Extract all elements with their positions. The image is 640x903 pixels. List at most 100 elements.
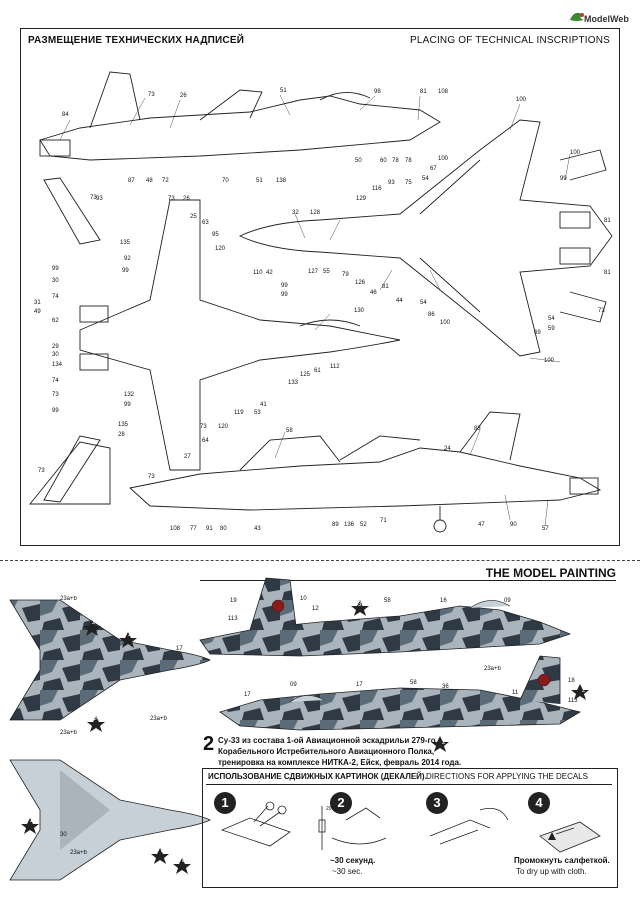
callout-number: 108 [438,89,449,95]
callout-number: 100 [516,97,527,103]
painting-label: 7 [160,848,164,854]
painting-label: 2 [30,818,34,824]
painting-label: 2 [582,688,586,694]
painting-label: 17 [176,646,183,652]
painting-label: 36 [442,684,449,690]
callout-number: 125 [300,372,311,378]
painting-label: 36 [128,632,135,638]
callout-number: 98 [374,89,381,95]
painting-label: 23a+b [60,596,77,602]
section1-title-en: PLACING OF TECHNICAL INSCRIPTIONS [410,35,610,46]
painting-label: 8 [182,858,186,864]
painting-label: 19 [230,598,237,604]
callout-number: 54 [422,176,429,182]
callout-number: 43 [254,526,261,532]
painting-label: 58 [384,598,391,604]
callout-number: 110 [253,270,263,276]
logo-mark-icon [570,12,584,21]
technical-inscriptions-panel [20,28,620,546]
step-4-text-en: To dry up with cloth. [516,867,587,876]
callout-number: 99 [281,283,288,289]
callout-number: 89 [332,522,339,528]
step-2-number: 2 [330,792,352,814]
caption-line-1: Су-33 из состава 1-ой Авиационной эскадр… [218,736,436,745]
callout-number: 50 [355,158,362,164]
callout-number: 75 [405,180,412,186]
technical-drawings [29,71,613,533]
callout-number: 29 [52,344,59,350]
callout-number: 78 [392,158,399,164]
callout-number: 25 [190,214,197,220]
callout-number: 81 [420,89,427,95]
section1-title-ru: РАЗМЕЩЕНИЕ ТЕХНИЧЕСКИХ НАДПИСЕЙ [28,35,245,46]
callout-number: 73 [148,92,155,98]
callout-number: 99 [52,266,59,272]
callout-number: 135 [120,240,131,246]
painting-label: 23a+b [150,716,167,722]
callout-number: 84 [62,112,69,118]
callout-number: 72 [162,178,169,184]
callout-number: 64 [202,438,209,444]
step-2-text-en: ~30 sec. [332,867,363,876]
painting-label: 11 [512,690,519,696]
callout-number: 27 [184,454,191,460]
callout-number: 28 [118,432,125,438]
callout-number: 128 [310,210,321,216]
painting-label: 17 [244,692,251,698]
callout-number: 99 [560,176,567,182]
callout-number: 73 [598,308,605,314]
callout-number: 74 [52,378,59,384]
callout-number: 26 [180,93,187,99]
callout-number: 41 [260,402,267,408]
callout-number: 87 [128,178,135,184]
decals-title-en: DIRECTIONS FOR APPLYING THE DECALS [426,772,588,781]
callout-number: 93 [388,180,395,186]
callout-number: 133 [288,380,299,386]
painting-label: 16 [440,598,447,604]
painting-label: 09 [504,598,511,604]
painting-label: 36 [358,602,365,608]
callout-number: 80 [220,526,227,532]
callout-number: 99 [52,408,59,414]
callout-number: 100 [570,150,581,156]
step-4-number: 4 [528,792,550,814]
callout-number: 44 [396,298,403,304]
painting-label: 23a+b [484,666,501,672]
callout-number: 70 [222,178,229,184]
callout-number: 46 [370,290,377,296]
painting-label: 113 [568,698,578,704]
painting-label: 09 [290,682,297,688]
callout-number: 42 [266,270,273,276]
callout-number: 32 [292,210,299,216]
callout-number: 73 [148,474,155,480]
painting-label: 36 [90,716,97,722]
painting-label: 18 [568,678,575,684]
callout-number: 74 [52,294,59,300]
callout-number: 100 [438,156,449,162]
painting-label: 10 [300,596,307,602]
callout-number: 99 [122,268,129,274]
callout-number: 108 [170,526,181,532]
callout-number: 53 [254,410,261,416]
step-2-temp: 20°C [326,806,338,812]
callout-number: 100 [544,358,555,364]
section2-rule [200,580,616,581]
callout-number: 67 [430,166,437,172]
step-4-text-ru: Промокнуть салфеткой. [514,856,610,865]
painting-label: 23a+b [60,730,77,736]
callout-number: 69 [534,330,541,336]
callout-number: 51 [256,178,263,184]
callout-number: 31 [34,300,41,306]
callout-number: 93 [96,196,103,202]
callout-number: 132 [124,392,135,398]
step-2-text-ru: ~30 секунд. [330,856,376,865]
step-3-number: 3 [426,792,448,814]
painting-label: 23a+b [70,850,87,856]
callout-number: 116 [372,186,382,192]
painting-label: 2 [92,620,96,626]
painting-label: 30 [60,832,67,838]
callout-number: 48 [146,178,153,184]
callout-number: 95 [212,232,219,238]
callout-number: 54 [420,300,427,306]
